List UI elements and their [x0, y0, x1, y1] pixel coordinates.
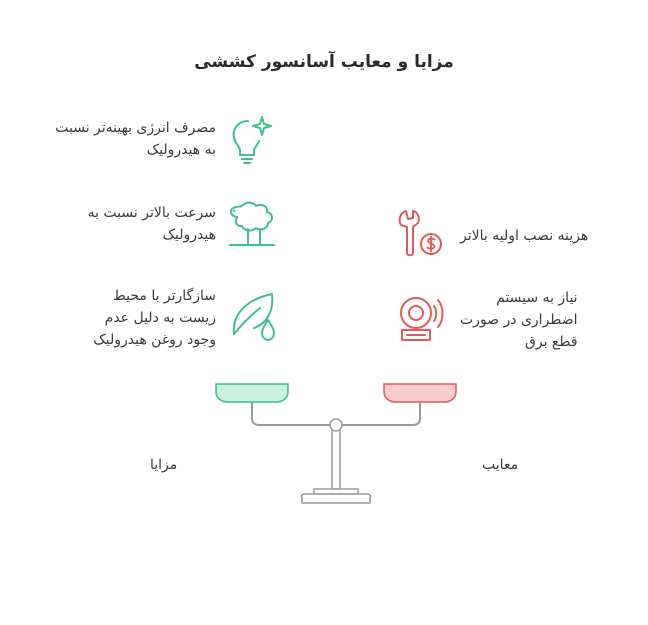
advantage-item-2-line-2: هیدرولیک	[162, 227, 217, 243]
disadvantage-item-2-line-2: اضطراری در صورت	[460, 312, 578, 328]
advantage-item-1-text: مصرف انرژی بهینه‌تر نسبت به هیدرولیک	[55, 117, 216, 161]
sheep-icon	[226, 198, 278, 250]
scale-base	[300, 493, 372, 504]
disadvantages-label: معایب	[482, 457, 519, 473]
disadvantages-pan	[383, 383, 457, 403]
advantage-item-3-line-3: وجود روغن هیدرولیک	[93, 332, 216, 348]
disadvantage-item-2-line-1: نیاز به سیستم	[496, 290, 578, 306]
scale-base-top	[313, 488, 359, 495]
scale-beam	[251, 402, 421, 426]
advantage-item-1-line-1: مصرف انرژی بهینه‌تر نسبت	[55, 120, 216, 136]
disadvantage-item-1-text: هزینه نصب اولیه بالاتر	[460, 225, 588, 247]
advantages-label: مزایا	[150, 457, 178, 473]
scale-pivot	[329, 418, 343, 432]
advantage-item-1-line-2: به هیدرولیک	[146, 142, 216, 158]
advantage-item-3-text: سازگارتر با محیط زیست به دلیل عدم وجود ر…	[93, 285, 216, 351]
lightbulb-sparkle-icon	[228, 113, 276, 165]
advantage-item-3-line-2: زیست به دلیل عدم	[104, 310, 216, 326]
advantages-pan	[215, 383, 289, 403]
disadvantage-item-2-line-3: قطع برق	[525, 334, 578, 350]
disadvantage-item-1-line-1: هزینه نصب اولیه بالاتر	[460, 228, 589, 244]
advantage-item-2-line-1: سرعت بالاتر نسبت به	[87, 205, 216, 221]
disadvantage-item-2-text: نیاز به سیستم اضطراری در صورت قطع برق	[460, 287, 578, 353]
advantage-item-2-text: سرعت بالاتر نسبت به هیدرولیک	[88, 202, 216, 246]
diagram-title: مزایا و معایب آسانسور کششی	[194, 52, 454, 72]
scale-column	[331, 424, 341, 490]
advantage-item-3-line-1: سازگارتر با محیط	[112, 288, 216, 304]
leaf-drop-icon	[228, 290, 280, 342]
alarm-bell-icon	[394, 292, 446, 344]
wrench-money-icon	[396, 207, 448, 259]
